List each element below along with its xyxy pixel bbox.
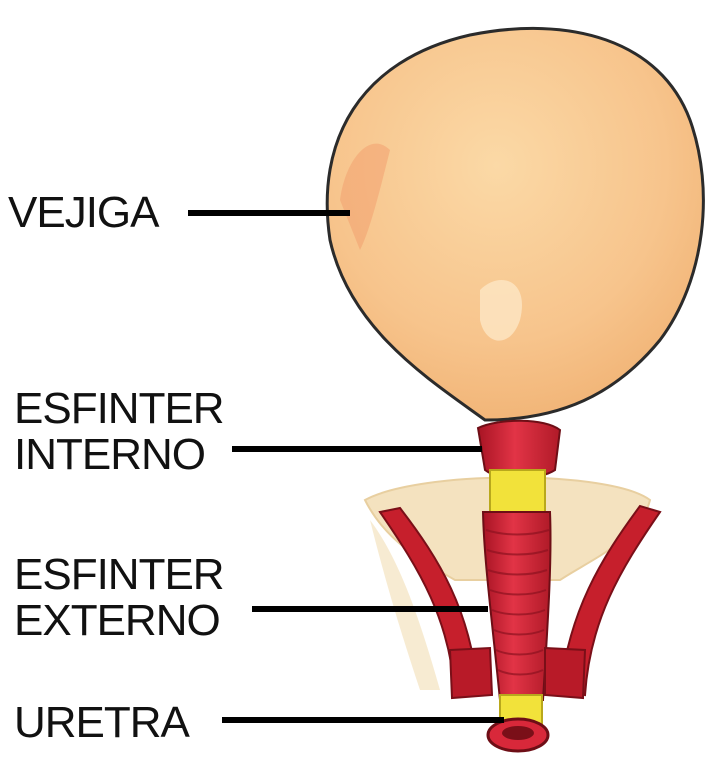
leader-line-urethra — [222, 717, 504, 723]
label-bladder: VEJIGA — [8, 190, 159, 236]
bladder — [327, 28, 703, 420]
label-urethra: URETRA — [14, 700, 189, 746]
label-internal-sphincter: ESFINTER INTERNO — [14, 386, 224, 478]
label-external-sphincter: ESFINTER EXTERNO — [14, 552, 224, 644]
leader-line-bladder — [188, 210, 350, 216]
leader-line-external-sphincter — [252, 606, 488, 612]
pelvic-muscle-right-base — [545, 648, 585, 698]
leader-line-internal-sphincter — [232, 446, 482, 452]
urethra-upper-segment — [490, 470, 545, 512]
pelvic-muscle-left-base — [450, 648, 492, 698]
